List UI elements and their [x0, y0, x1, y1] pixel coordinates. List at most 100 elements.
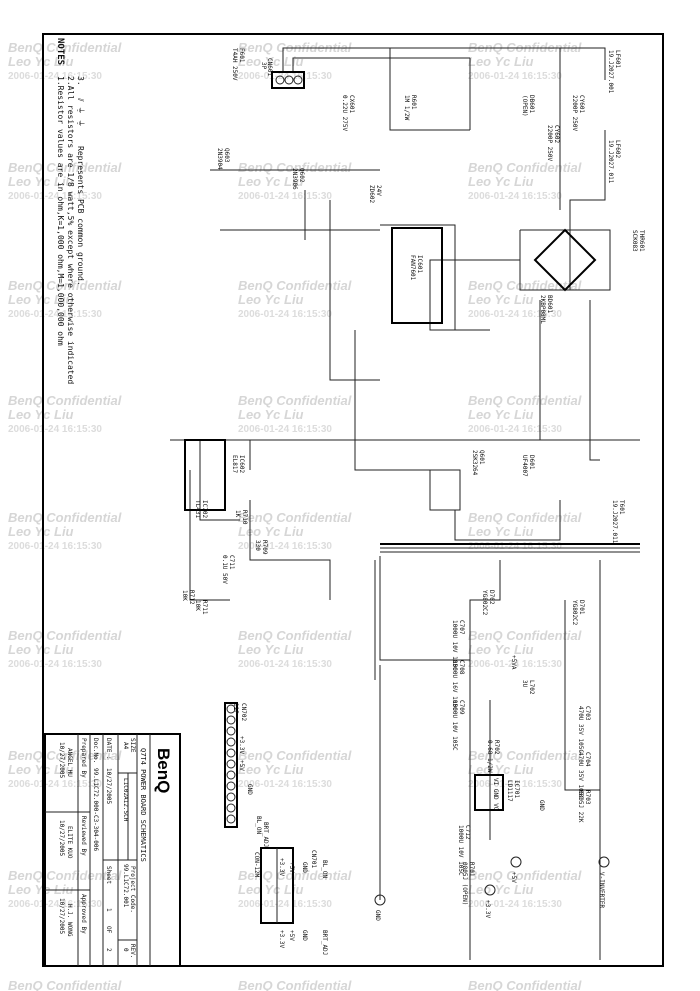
schematic-label: Sheet — [105, 866, 112, 884]
watermark-text: Leo Yc Liu — [8, 524, 74, 539]
schematic-label: 1000U 10V 105C — [451, 700, 458, 751]
title-block: BenQ Q7T4 POWER BOARD SCHEMATICS SIZE A4… — [44, 733, 181, 967]
watermark-text: Leo Yc Liu — [8, 642, 74, 657]
schematic-label: R709 — [261, 540, 268, 555]
schematic-label: 11P — [232, 703, 239, 714]
schematic-label: 19.J2027.011 — [607, 140, 614, 184]
note-1: 1.Resistor values are in ohm,K=1,000 ohm… — [56, 76, 65, 346]
schematic-label: 0.68 1/2W — [486, 740, 493, 773]
schematic-label: D702 — [488, 590, 495, 605]
watermark-text: 2006-01-24 16:15:30 — [238, 71, 332, 82]
schematic-title: Q7T4 POWER BOARD SCHEMATICS — [139, 748, 147, 862]
schematic-label: 1M 1/2W — [403, 95, 410, 121]
schematic-label: 3U — [521, 680, 528, 688]
watermark-text: BenQ Confidential — [238, 278, 352, 293]
schematic-label: IC701 — [513, 780, 520, 798]
sheet-border — [42, 33, 664, 967]
schematic-label: Reviewed By — [80, 816, 87, 856]
schematic-label: 2200P 250V — [571, 95, 578, 132]
watermark-text: 2006-01-24 16:15:30 — [8, 659, 102, 670]
schematic-label: GND — [301, 862, 308, 873]
schematic-label: C703 — [584, 706, 591, 721]
watermark-text: Leo Yc Liu — [238, 524, 304, 539]
schematic-label: BL_ON — [255, 816, 262, 834]
revision: 0 — [122, 948, 129, 952]
schematic-label: 0.22U 275V — [341, 95, 348, 132]
schematic-label: DB601 — [528, 95, 535, 113]
file-name: L1C02A12.SCH — [122, 778, 129, 822]
schematic-label: BD601 — [546, 295, 553, 313]
schematic-label: +5V — [288, 930, 295, 941]
schematic-label: SCK083 — [631, 230, 638, 252]
watermark-text: BenQ Confidential — [468, 393, 582, 408]
cn702-pins — [226, 704, 236, 824]
gnd-terminal — [374, 894, 386, 906]
schematic-label: 10K — [181, 590, 188, 601]
schematic-label: GND — [246, 784, 253, 795]
watermark-text: Leo Yc Liu — [8, 882, 74, 897]
watermark-text: Leo Yc Liu — [468, 642, 534, 657]
schematic-label: Project Code. — [129, 866, 136, 913]
cn702-connector[interactable] — [224, 702, 238, 828]
schematic-label: C707 — [458, 620, 465, 635]
schematic-label: R703 — [584, 790, 591, 805]
component-labels: F601 T4AH 250V CN601 3P LF601 19.J2027.0… — [181, 48, 645, 905]
schematic-label: TL431 — [194, 500, 201, 518]
schematic-label: 470U 35V 105C — [577, 752, 584, 799]
schematic-label: UF4007 — [521, 455, 528, 477]
watermark-text: 2006-01-24 16:15:30 — [468, 899, 562, 910]
watermark-text: Leo Yc Liu — [8, 407, 74, 422]
watermark-text: BenQ Confidential — [238, 628, 352, 643]
watermark-text: BenQ Confidential — [238, 978, 352, 991]
schematic-label: 2N3904 — [216, 148, 223, 170]
sheet-number: 1 — [105, 908, 112, 912]
watermark-text: Leo Yc Liu — [8, 292, 74, 307]
benq-logo: BenQ — [154, 748, 173, 793]
ground-symbols: ⫽ ⏚ ⏚ — [76, 97, 85, 127]
notes: NOTES 1.Resistor values are in ohm,K=1,0… — [55, 38, 85, 384]
watermark-text: BenQ Confidential — [8, 748, 122, 763]
prepared-by: ANGEL HU — [66, 748, 73, 777]
cn601-connector[interactable] — [271, 71, 305, 89]
watermark-text: Leo Yc Liu — [238, 642, 304, 657]
bd601-bridge — [533, 228, 597, 292]
schematic-label: +3.3V — [484, 900, 491, 918]
watermark-text: 2006-01-24 16:15:30 — [468, 779, 562, 790]
schematic-label: R712 — [188, 590, 195, 605]
schematic-label: SIZE — [129, 738, 136, 753]
schematic-label: BRT_ADJ — [262, 822, 269, 847]
watermark-text: 2006-01-24 16:15:30 — [8, 309, 102, 320]
schematic-label: IC601 — [416, 255, 423, 273]
watermark-text: 2006-01-24 16:15:30 — [8, 191, 102, 202]
schematic-label: GND — [374, 910, 381, 921]
project-code: 99.L1C72.001 — [122, 864, 129, 908]
schematic-label: Q601 — [478, 450, 485, 465]
schematic-label: 1000U 10V 105C — [457, 825, 464, 876]
schematic-label: IC602 — [238, 455, 245, 473]
schematic-label: CX601 — [348, 95, 355, 113]
date: 10/27/2005 — [105, 768, 112, 805]
schematic-label: C711 — [228, 555, 235, 570]
watermark-text: BenQ Confidential — [468, 868, 582, 883]
schematic-label: +3.3V — [238, 736, 245, 754]
watermark-text: BenQ Confidential — [468, 748, 582, 763]
schematic-label: D601 — [528, 455, 535, 470]
schematic-label: 2N3906 — [291, 168, 298, 190]
watermark-text: Leo Yc Liu — [8, 54, 74, 69]
schematic-label: R701 — [468, 862, 475, 877]
schematic-label: DATE : — [105, 738, 112, 760]
schematic-label: T601 — [618, 500, 625, 515]
cn701-connector[interactable] — [260, 847, 294, 924]
schematic-label: F601 — [238, 48, 245, 63]
schematic-label: 10/27/2005 — [58, 898, 65, 935]
schematic-label: EL817 — [231, 455, 238, 473]
approved-by: H.J. WONG — [66, 904, 73, 937]
watermark-text: 2006-01-24 16:15:30 — [238, 779, 332, 790]
watermark-text: Leo Yc Liu — [238, 762, 304, 777]
watermark-text: 2006-01-24 16:15:30 — [238, 899, 332, 910]
watermark-text: BenQ Confidential — [238, 868, 352, 883]
watermark-text: 2006-01-24 16:15:30 — [468, 424, 562, 435]
schematic-label: LF601 — [614, 50, 621, 68]
schematic-label: 10/27/2005 — [58, 742, 65, 779]
